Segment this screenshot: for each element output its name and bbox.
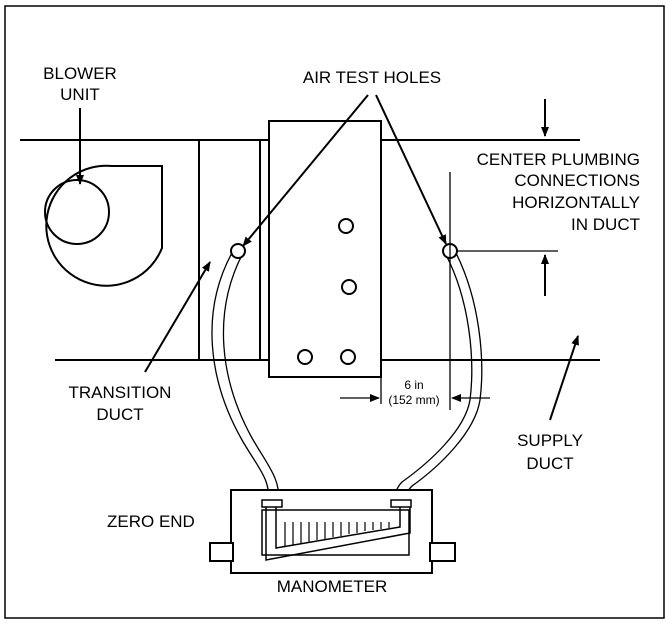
supply-duct-label-line2: DUCT (526, 454, 573, 473)
transition-duct-label-line2: DUCT (96, 405, 143, 424)
plenum-hole (340, 349, 356, 365)
air-test-arrow-left (242, 94, 369, 247)
center-plumbing-line2: CONNECTIONS (514, 171, 640, 190)
manometer-body (209, 489, 456, 574)
supply-duct-label-line1: SUPPLY (517, 431, 583, 450)
plenum-hole (341, 279, 357, 295)
left-air-test-hole (230, 243, 246, 259)
zero-end-label: ZERO END (107, 512, 195, 531)
plenum-hole (338, 218, 354, 234)
center-plumbing-line1: CENTER PLUMBING (477, 150, 640, 169)
left-hose (211, 250, 280, 506)
blower-unit-shape (44, 164, 163, 287)
transition-duct-arrow (144, 261, 211, 373)
center-plumbing-line3: HORIZONTALLY (512, 193, 640, 212)
plenum-hole (297, 349, 313, 365)
plenum-box (268, 120, 382, 378)
supply-duct-arrow (549, 335, 579, 421)
manometer-label: MANOMETER (277, 577, 388, 596)
dimension-label-line1: 6 in (404, 378, 423, 392)
blower-unit-label-line2: UNIT (60, 85, 100, 104)
air-test-holes-label: AIR TEST HOLES (303, 68, 441, 87)
transition-duct-label-line1: TRANSITION (69, 383, 172, 402)
air-test-arrow-right (375, 94, 447, 245)
dimension-label-line2: (152 mm) (388, 393, 439, 407)
center-plumbing-line4: IN DUCT (571, 215, 640, 234)
blower-unit-label-line1: BLOWER (43, 64, 117, 83)
outer-frame (4, 5, 665, 619)
